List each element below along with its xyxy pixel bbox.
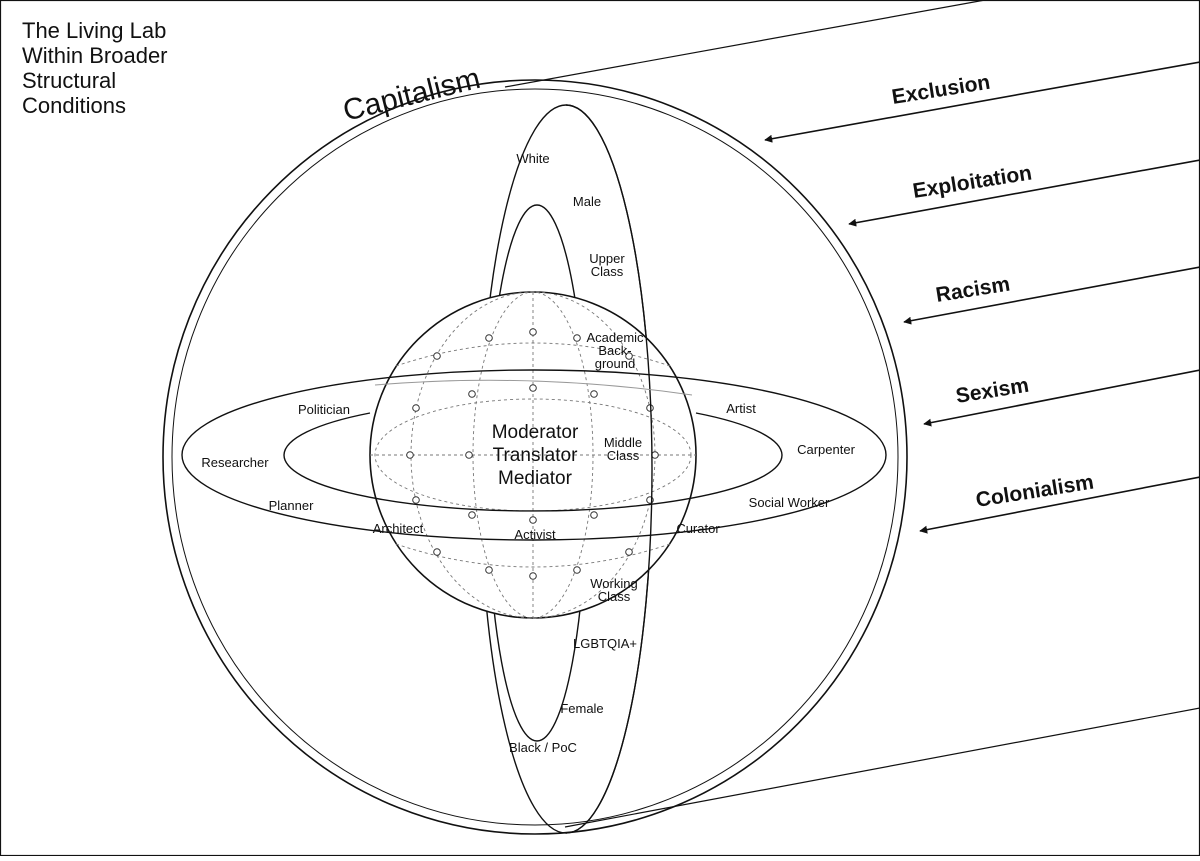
force-label-colonialism: Colonialism	[974, 471, 1095, 512]
identity-label-academic: Academic	[586, 330, 644, 345]
title-line: Conditions	[22, 93, 126, 118]
identity-label-upper: Upper	[589, 251, 625, 266]
title-line: Structural	[22, 68, 117, 93]
identity-label-working: Working	[590, 576, 637, 591]
sphere-grid-nodes	[406, 328, 659, 580]
arrow-sexism	[923, 369, 1200, 427]
role-label-artist: Artist	[726, 401, 756, 416]
capitalism-outer-circle	[162, 79, 908, 835]
arrow-exploitation	[848, 159, 1200, 227]
force-label-exploitation: Exploitation	[911, 161, 1033, 203]
capitalism-inner-circle	[171, 88, 899, 826]
arrow-racism	[903, 266, 1200, 325]
roles-inner-ring-back-right	[695, 412, 783, 456]
diagram-title: The Living Lab Within Broader Structural…	[22, 18, 168, 118]
identity-label-black-poc: Black / PoC	[509, 740, 577, 755]
identity-label-male: Male	[573, 194, 601, 209]
tangent-line-bottom	[564, 707, 1200, 828]
roles-inner-ring-front	[283, 454, 783, 512]
center-label-mediator: Mediator	[498, 468, 573, 489]
role-label-carpenter: Carpenter	[797, 442, 855, 457]
identity-label-middle-class: Class	[607, 448, 640, 463]
identity-label-lgbtqia: LGBTQIA+	[573, 636, 637, 651]
roles-outer-ring-front	[181, 454, 887, 541]
role-label-planner: Planner	[269, 498, 314, 513]
identity-label-middle: Middle	[604, 435, 642, 450]
role-label-architect: Architect	[373, 521, 424, 536]
role-label-curator: Curator	[676, 521, 720, 536]
arrow-exclusion	[764, 61, 1200, 143]
role-label-politician: Politician	[298, 402, 350, 417]
center-label-moderator: Moderator	[492, 422, 579, 443]
force-label-racism: Racism	[934, 273, 1011, 307]
identity-label-working-class: Class	[598, 589, 631, 604]
center-label-translator: Translator	[493, 445, 578, 466]
role-label-researcher: Researcher	[201, 455, 269, 470]
identity-label-back: Back-	[598, 343, 631, 358]
force-label-exclusion: Exclusion	[890, 71, 992, 109]
role-label-activist: Activist	[514, 527, 556, 542]
force-label-sexism: Sexism	[954, 374, 1030, 408]
roles-inner-ring-back-left	[283, 412, 371, 456]
identity-label-ground: ground	[595, 356, 635, 371]
identity-label-female: Female	[560, 701, 603, 716]
identity-label-white: White	[516, 151, 549, 166]
arrow-colonialism	[919, 476, 1200, 534]
role-label-social-worker: Social Worker	[749, 495, 830, 510]
title-line: Within Broader	[22, 43, 168, 68]
capitalism-label: Capitalism	[340, 62, 484, 128]
tangent-line-top	[504, 0, 986, 88]
identity-label-upper-class: Class	[591, 264, 624, 279]
identity-outer-ellipse-front	[565, 104, 653, 834]
title-line: The Living Lab	[22, 18, 167, 43]
roles-outer-ring-back	[181, 369, 887, 456]
roles-ring-edge-highlight	[374, 379, 693, 396]
